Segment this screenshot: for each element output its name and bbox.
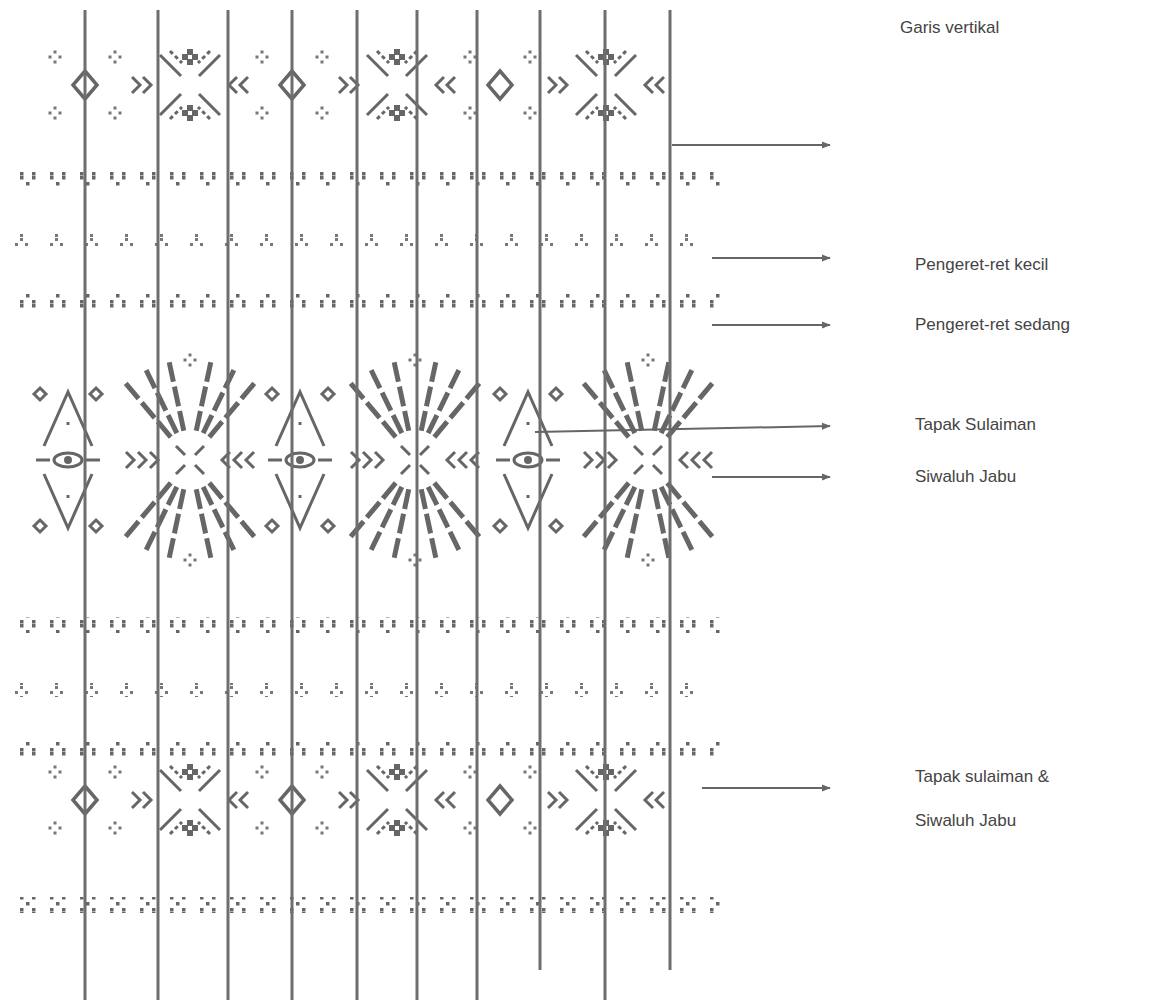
leader-arrow bbox=[712, 476, 830, 478]
tapak-sulaiman bbox=[266, 388, 334, 532]
pengeret-kecil-row bbox=[15, 683, 715, 697]
leader-arrow bbox=[672, 144, 830, 146]
part-label: Tapak Sulaiman bbox=[915, 414, 1145, 436]
dot-rows bbox=[15, 172, 720, 913]
tapak-sulaiman bbox=[34, 388, 102, 532]
tapak-diamond bbox=[464, 51, 537, 120]
pengeret-sedang-row bbox=[20, 742, 720, 758]
pengeret-sedang-row bbox=[20, 897, 720, 913]
tapak-sulaiman bbox=[494, 388, 562, 532]
part-label: Tapak sulaiman & Siwaluh Jabu bbox=[915, 755, 1085, 843]
siwaluh-jabu bbox=[584, 354, 713, 567]
siwaluh-jabu bbox=[351, 354, 480, 567]
part-label: Siwaluh Jabu bbox=[915, 466, 1145, 488]
part-label: Pengeret-ret kecil bbox=[915, 254, 1145, 276]
leader-arrow bbox=[702, 787, 830, 789]
siwaluh-small bbox=[132, 766, 248, 835]
pengeret-kecil-row bbox=[15, 233, 715, 247]
siwaluh-small bbox=[132, 51, 248, 120]
part-label: Garis vertikal bbox=[900, 17, 1130, 39]
middle-band bbox=[34, 354, 712, 567]
leader-arrow bbox=[535, 426, 830, 432]
pengeret-sedang-row bbox=[20, 617, 720, 633]
pengeret-sedang-row bbox=[20, 172, 720, 188]
leader-arrow bbox=[712, 257, 830, 259]
leader-arrow bbox=[712, 324, 830, 326]
tapak-diamond bbox=[464, 766, 537, 835]
leader-arrows bbox=[535, 145, 830, 788]
siwaluh-jabu bbox=[126, 354, 255, 567]
vertical-lines bbox=[85, 10, 670, 1000]
pengeret-sedang-row bbox=[20, 292, 720, 308]
part-label: Pengeret-ret sedang bbox=[915, 314, 1145, 336]
